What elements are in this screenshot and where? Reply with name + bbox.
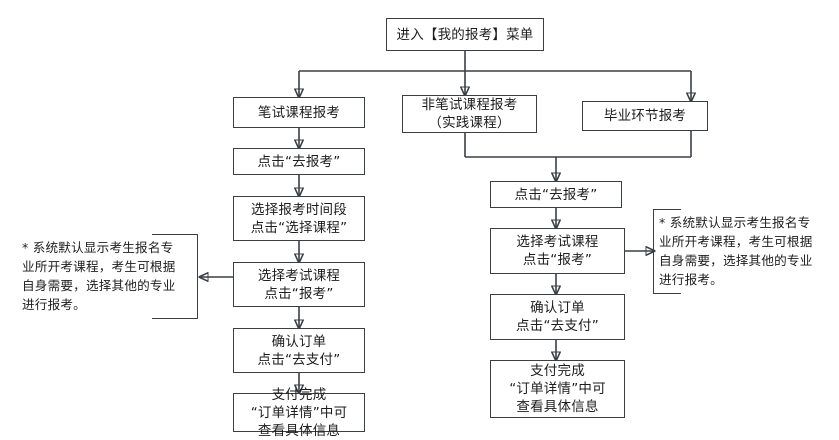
node-right-select-course[interactable]: 选择考试课程 点击“报考” xyxy=(490,228,625,274)
left-note-bracket xyxy=(152,234,198,319)
note-right-major-default: * 系统默认显示考生报名专 业所开考课程，考生可根据 自身需要，选择其他的专业 … xyxy=(659,215,813,287)
node-left-payment-complete[interactable]: 支付完成 “订单详情”中可 查看具体信息 xyxy=(233,387,365,439)
node-left-select-course[interactable]: 选择考试课程 点击“报考” xyxy=(233,262,365,307)
right-note-bracket xyxy=(653,209,681,294)
node-left-confirm-order[interactable]: 确认订单 点击“去支付” xyxy=(233,328,365,373)
note-left-major-default: * 系统默认显示考生报名专 业所开考课程，考生可根据 自身需要，选择其他的专业 … xyxy=(22,240,176,312)
node-right-confirm-order[interactable]: 确认订单 点击“去支付” xyxy=(490,294,625,340)
node-entry-menu[interactable]: 进入【我的报考】菜单 xyxy=(386,18,544,51)
node-right-payment-complete[interactable]: 支付完成 “订单详情”中可 查看具体信息 xyxy=(490,360,625,418)
node-branch-practice-course[interactable]: 非笔试课程报考 （实践课程） xyxy=(402,95,537,133)
node-left-click-register[interactable]: 点击“去报考” xyxy=(233,148,365,175)
node-left-select-period[interactable]: 选择报考时间段 点击“选择课程” xyxy=(233,196,365,241)
node-branch-written-exam[interactable]: 笔试课程报考 xyxy=(233,97,365,128)
node-right-click-register[interactable]: 点击“去报考” xyxy=(490,181,622,208)
node-branch-graduation[interactable]: 毕业环节报考 xyxy=(582,101,708,131)
